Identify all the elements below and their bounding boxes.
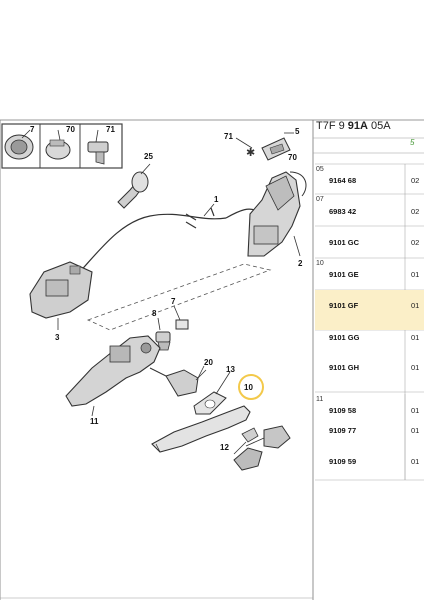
svg-text:✱: ✱ [246,146,255,159]
row-part-number[interactable]: 9109 77 [329,426,357,435]
callout-3: 3 [55,333,60,342]
striker-plate [261,132,294,161]
handle-bracket-3 [29,261,93,319]
callout-8: 8 [152,309,157,318]
callout-12: 12 [220,443,229,452]
row-section: 11 [316,396,324,403]
callout-70-right: 70 [288,153,297,162]
row-quantity: 01 [411,426,420,435]
lock-cylinder [149,365,205,397]
handle-cover-rear [263,425,291,449]
leader-lines [21,129,301,455]
handle-cover-small [241,427,259,443]
row-quantity: 01 [411,301,420,310]
row-section: 07 [316,196,324,203]
handle-carrier [65,335,161,407]
gasket-13 [193,391,227,415]
row-part-number[interactable]: 9164 68 [329,176,357,185]
callout-11: 11 [90,417,99,426]
row-quantity: 01 [411,406,420,415]
callout-70-top: 70 [66,125,75,134]
callout-71-top: 71 [106,125,115,134]
header-suffix: 05A [367,120,391,132]
handle-cover-front [233,447,263,471]
header-subcode: 5 [410,138,415,147]
star-marker-icon: ✱ [246,146,255,159]
row-quantity: 02 [411,176,420,185]
callout-20: 20 [204,358,213,367]
callout-5: 5 [295,127,300,136]
header-bold: 91A [347,120,368,132]
exterior-door-handle [151,405,251,453]
row-quantity: 02 [411,238,420,247]
row-section: 10 [316,260,324,267]
row-section: 05 [316,166,324,173]
key-fob [117,163,151,209]
diagram-reference-header: T7F 9 91A 05A [316,120,424,138]
row-quantity: 01 [411,333,420,342]
fastener-box [1,123,123,169]
row-part-number[interactable]: 9101 GH [329,363,360,372]
header-prefix: T7F 9 [316,120,348,132]
control-cable [75,207,259,277]
highlighted-row-bg [315,290,424,330]
callout-1: 1 [214,195,219,204]
callout-10: 10 [244,383,253,392]
callout-25: 25 [144,152,153,161]
row-part-number[interactable]: 9101 GG [329,333,360,342]
screw-8 [155,331,171,351]
cap-7 [175,319,189,330]
callout-71-right: 71 [224,132,233,141]
row-part-number[interactable]: 9109 58 [329,406,357,415]
door-lock-mechanism [247,171,307,257]
row-part-number[interactable]: 6983 42 [329,207,357,216]
row-part-number[interactable]: 9101 GE [329,270,359,279]
row-part-number-highlighted[interactable]: 9101 GF [329,301,359,310]
callout-2: 2 [298,259,303,268]
callout-13: 13 [226,365,235,374]
row-quantity: 01 [411,457,420,466]
row-quantity: 01 [411,363,420,372]
callout-7-top: 7 [30,125,35,134]
row-quantity: 01 [411,270,420,279]
row-quantity: 02 [411,207,420,216]
callout-7-mid: 7 [171,297,176,306]
row-part-number[interactable]: 9101 GC [329,238,360,247]
row-part-number[interactable]: 9109 59 [329,457,357,466]
